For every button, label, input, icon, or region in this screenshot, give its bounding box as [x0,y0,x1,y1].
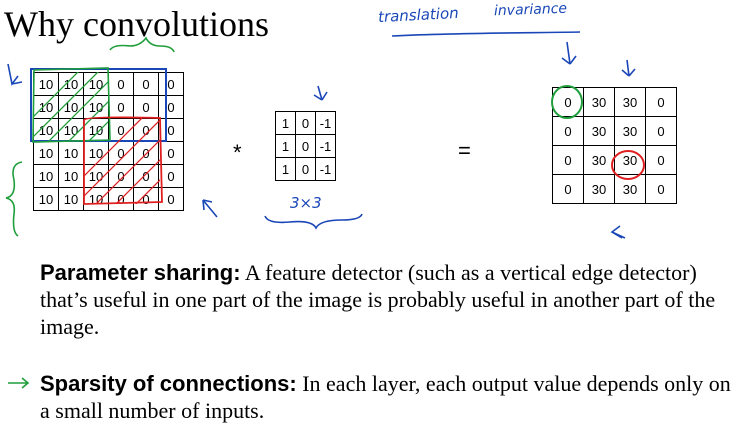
annotation-underline [391,31,581,37]
input-matrix-cell: 10 [83,118,109,142]
input-matrix-cell: 0 [158,141,184,165]
arrow-kernel [313,85,328,101]
input-matrix-cell: 10 [33,118,59,142]
input-matrix-cell: 0 [158,164,184,188]
output-matrix-cell: 30 [614,87,646,117]
arrow-output-top-left [561,41,577,65]
input-matrix-cell: 10 [58,187,84,211]
input-matrix-cell: 10 [33,141,59,165]
sparsity-text: In each layer, each output value depends… [40,371,731,423]
output-matrix-cell: 30 [614,174,646,204]
arrow-left-top [7,63,23,86]
red-hatching [83,118,160,204]
green-circle-output [551,85,583,119]
arrow-output-top-right [621,59,636,77]
red-box-input [83,116,163,205]
input-matrix-cell: 10 [83,72,109,96]
red-circle-output [611,150,645,180]
page-title: Why convolutions [4,4,269,44]
output-matrix-cell: 0 [645,174,677,204]
convolution-operator: * [233,140,242,165]
green-hatching [33,72,108,141]
arrow-input-right [202,199,218,218]
parameter-sharing-point: Parameter sharing: A feature detector (s… [40,259,745,340]
green-box-input [32,67,111,143]
input-matrix-cell: 0 [158,72,184,96]
arrow-output-bottom [610,225,626,239]
equals-operator: = [458,138,471,163]
kernel-cell: -1 [315,111,336,135]
blue-box-input [30,68,167,142]
parameter-sharing-text: A feature detector (such as a vertical e… [40,260,716,339]
parameter-sharing-heading: Parameter sharing: [40,260,241,285]
sparsity-heading: Sparsity of connections: [40,371,297,396]
sparsity-arrow [8,377,30,389]
green-brace-left [5,161,23,237]
kernel-size-annotation: 3×3 [290,194,322,212]
sparsity-point: Sparsity of connections: In each layer, … [40,370,745,424]
input-matrix-cell: 0 [158,118,184,142]
input-matrix-cell: 10 [58,72,84,96]
input-matrix-cell: 10 [33,72,59,96]
output-matrix-cell: 30 [583,116,615,146]
input-matrix-cell: 10 [58,141,84,165]
kernel-brace [264,213,363,230]
green-brace-top [109,36,175,53]
input-matrix-cell: 10 [33,187,59,211]
kernel-cell: -1 [315,157,336,181]
output-matrix-cell: 0 [645,116,677,146]
